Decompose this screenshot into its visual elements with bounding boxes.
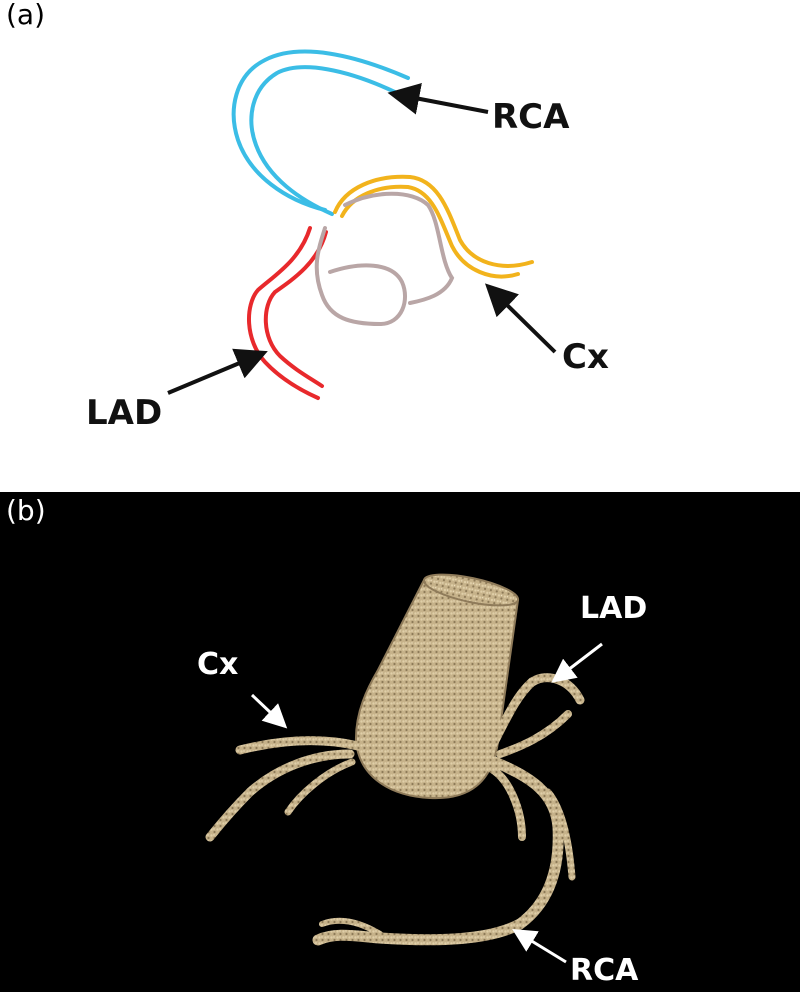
- render-svg: Cx LAD RCA: [197, 573, 647, 988]
- lad-arrow: [167, 348, 268, 395]
- rca-label-b: RCA: [570, 953, 639, 988]
- rca-arrow: [387, 83, 489, 115]
- lad-vessel: [247, 226, 328, 400]
- aorta-3d: [354, 573, 520, 800]
- aortic-root: [314, 191, 455, 327]
- lad-arrow-b: [551, 642, 603, 683]
- cx-branches: [205, 736, 363, 842]
- cx-arrow-b: [250, 693, 288, 729]
- cx-label: Cx: [562, 337, 609, 377]
- panel-b-letter: (b): [6, 494, 46, 527]
- panel-a-letter: (a): [6, 0, 46, 31]
- panel-b-render: (b): [0, 492, 800, 992]
- cx-vessel: [333, 174, 534, 279]
- lad-branches: [484, 673, 585, 841]
- rca-branch: [312, 756, 576, 946]
- rca-arrow-b: [512, 929, 567, 964]
- lad-label-b: LAD: [580, 591, 647, 626]
- cx-label-b: Cx: [197, 647, 238, 682]
- cx-arrow: [485, 283, 557, 354]
- schematic-svg: RCA Cx LAD: [86, 49, 609, 433]
- rca-vessel: [231, 49, 410, 216]
- rca-label: RCA: [492, 97, 570, 137]
- lad-label: LAD: [86, 393, 162, 433]
- panel-a-schematic: (a) RCA C: [0, 0, 800, 492]
